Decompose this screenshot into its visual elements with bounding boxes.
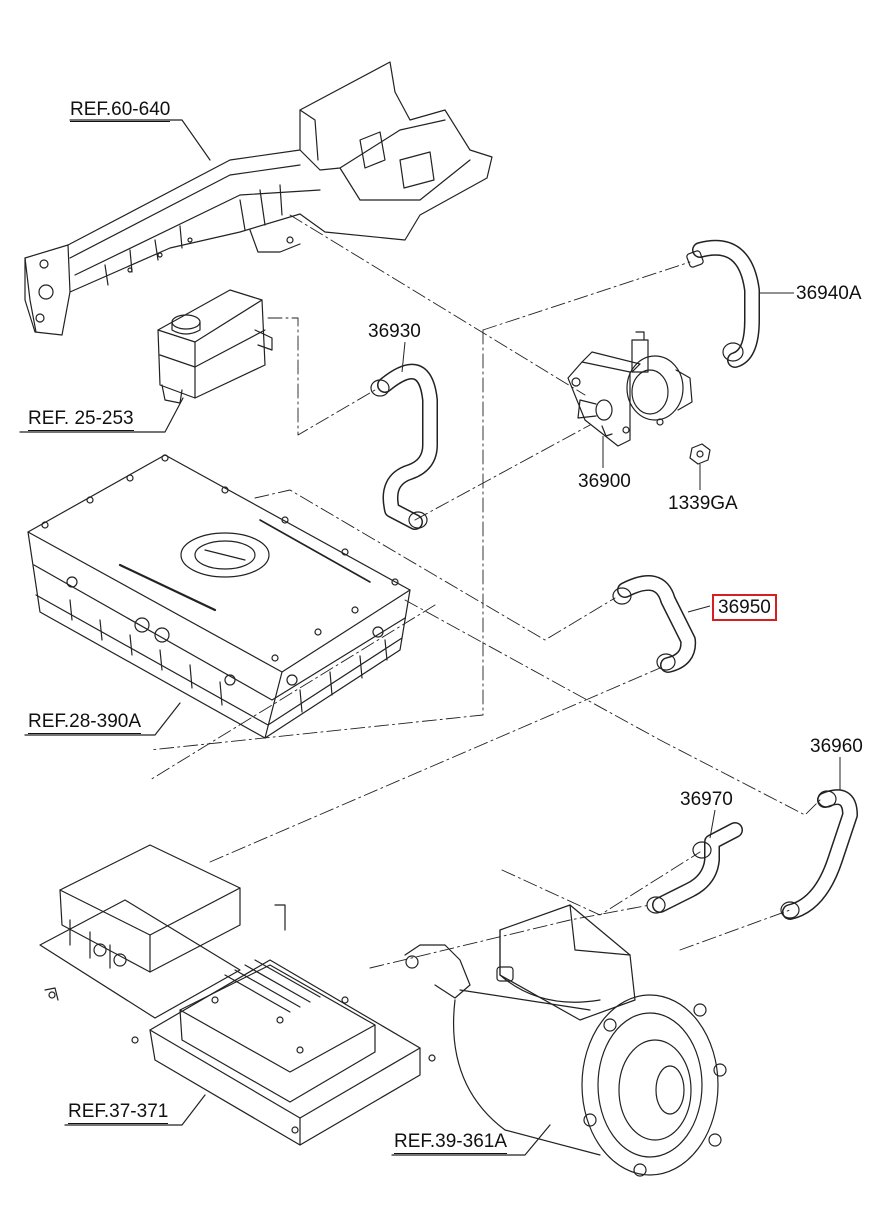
ref-25-253-label: REF. 25-253 (28, 408, 134, 431)
ref-60-640-leader (69, 119, 211, 161)
hose-36960 (780, 789, 858, 920)
ref-37-371-leader (64, 1094, 206, 1126)
part-36930-label: 36930 (368, 321, 421, 342)
part-36900-label: 36900 (578, 471, 631, 492)
ref-39-361a-label: REF.39-361A (394, 1131, 508, 1154)
part-36950-label-highlighted[interactable]: 36950 (712, 594, 777, 621)
hose-36970 (646, 822, 743, 914)
part-1339ga-label: 1339GA (668, 493, 738, 514)
hose-36940a (686, 239, 760, 368)
part-36970-label: 36970 (680, 789, 733, 810)
frame-rail (24, 61, 493, 336)
nut-1339ga (689, 443, 711, 465)
hose-36930 (370, 363, 438, 530)
ref-39-361a-leader (391, 1124, 551, 1156)
hose-36950 (612, 575, 697, 673)
inverter-assembly (39, 844, 436, 1146)
traction-motor (404, 904, 727, 1177)
ref-60-640-label: REF.60-640 (70, 99, 171, 122)
ref-25-253-leader (19, 397, 184, 433)
ref-37-371-label: REF.37-371 (68, 1101, 169, 1124)
ref-28-390a-label: REF.28-390A (28, 711, 142, 734)
connection-leaders (149, 214, 821, 969)
water-pump (567, 331, 693, 447)
part-36940a-label: 36940A (796, 283, 862, 304)
reservoir-tank (157, 289, 273, 404)
ref-28-390a-leader (24, 702, 181, 736)
part-36960-label: 36960 (810, 736, 863, 757)
